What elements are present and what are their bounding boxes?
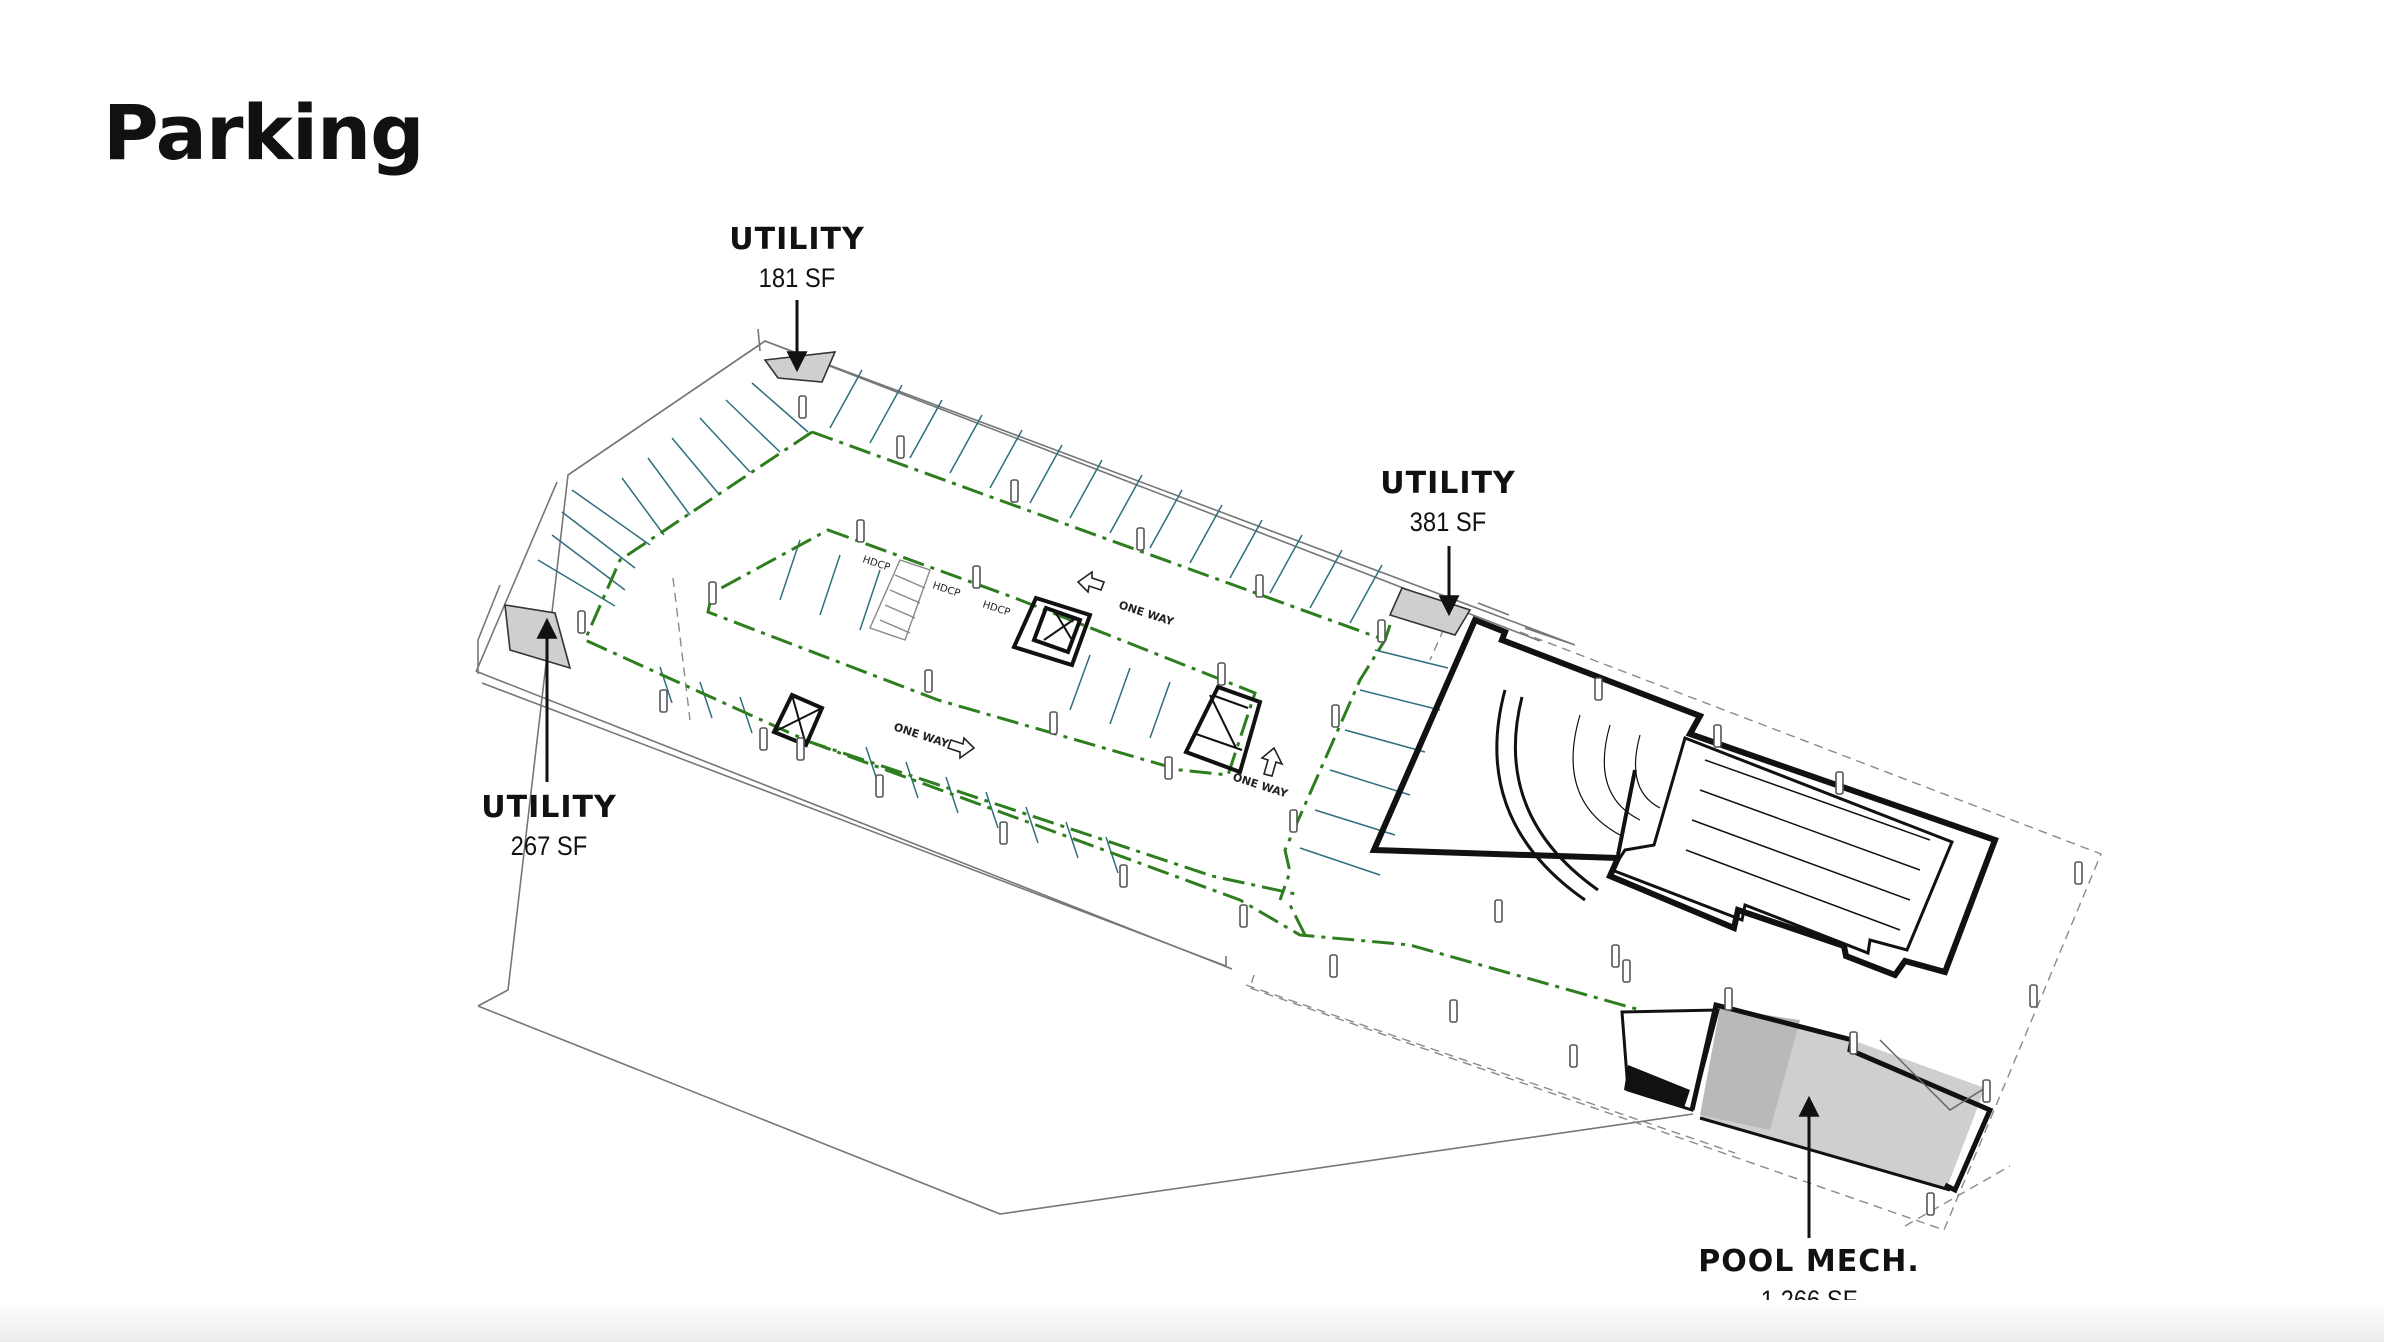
parking-stalls: [537, 369, 1449, 876]
utility-top-name: UTILITY: [729, 222, 865, 257]
utility-room-top: [763, 351, 837, 383]
arrow-up-icon: [1260, 746, 1284, 777]
pool-building: [1369, 616, 1999, 979]
utility-right-name: UTILITY: [1380, 466, 1516, 501]
utility-top-area: 181 SF: [758, 263, 836, 293]
one-way-label-right: ONE WAY: [1231, 770, 1290, 800]
utility-label-top: UTILITY 181 SF: [729, 222, 864, 294]
elevator-icon: [771, 684, 1263, 775]
utility-label-right: UTILITY 381 SF: [1380, 466, 1515, 538]
pool-inner: [1495, 689, 1954, 956]
drive-aisle-lines: [583, 430, 1641, 1012]
utility-room-right: [1388, 587, 1472, 636]
hdcp-label-2: HDCP: [931, 580, 961, 599]
center-island: [706, 528, 1257, 777]
bottom-strip: [0, 1300, 2384, 1342]
callout-arrow-icon: [536, 300, 1820, 1238]
pool-mech-name: POOL MECH.: [1698, 1244, 1920, 1279]
utility-left-area: 267 SF: [510, 831, 588, 861]
one-way-label-top: ONE WAY: [1117, 598, 1176, 628]
building-outline: [475, 328, 1694, 1215]
elevator-core: [1011, 595, 1093, 668]
hdcp-label-1: HDCP: [861, 554, 891, 573]
utility-label-left: UTILITY 267 SF: [481, 790, 616, 862]
arrow-left-icon: [1076, 570, 1106, 594]
arrow-right-icon: [946, 736, 976, 760]
structural-columns: [577, 395, 2083, 1216]
pool-mech-room: [1620, 1001, 1994, 1194]
utility-room-left: [504, 604, 572, 670]
utility-left-name: UTILITY: [481, 790, 617, 825]
utility-right-area: 381 SF: [1409, 507, 1487, 537]
page-title: Parking: [103, 88, 425, 177]
hdcp-label-3: HDCP: [981, 599, 1011, 618]
one-way-label-bottom: ONE WAY: [892, 720, 951, 750]
stair: [869, 559, 931, 641]
